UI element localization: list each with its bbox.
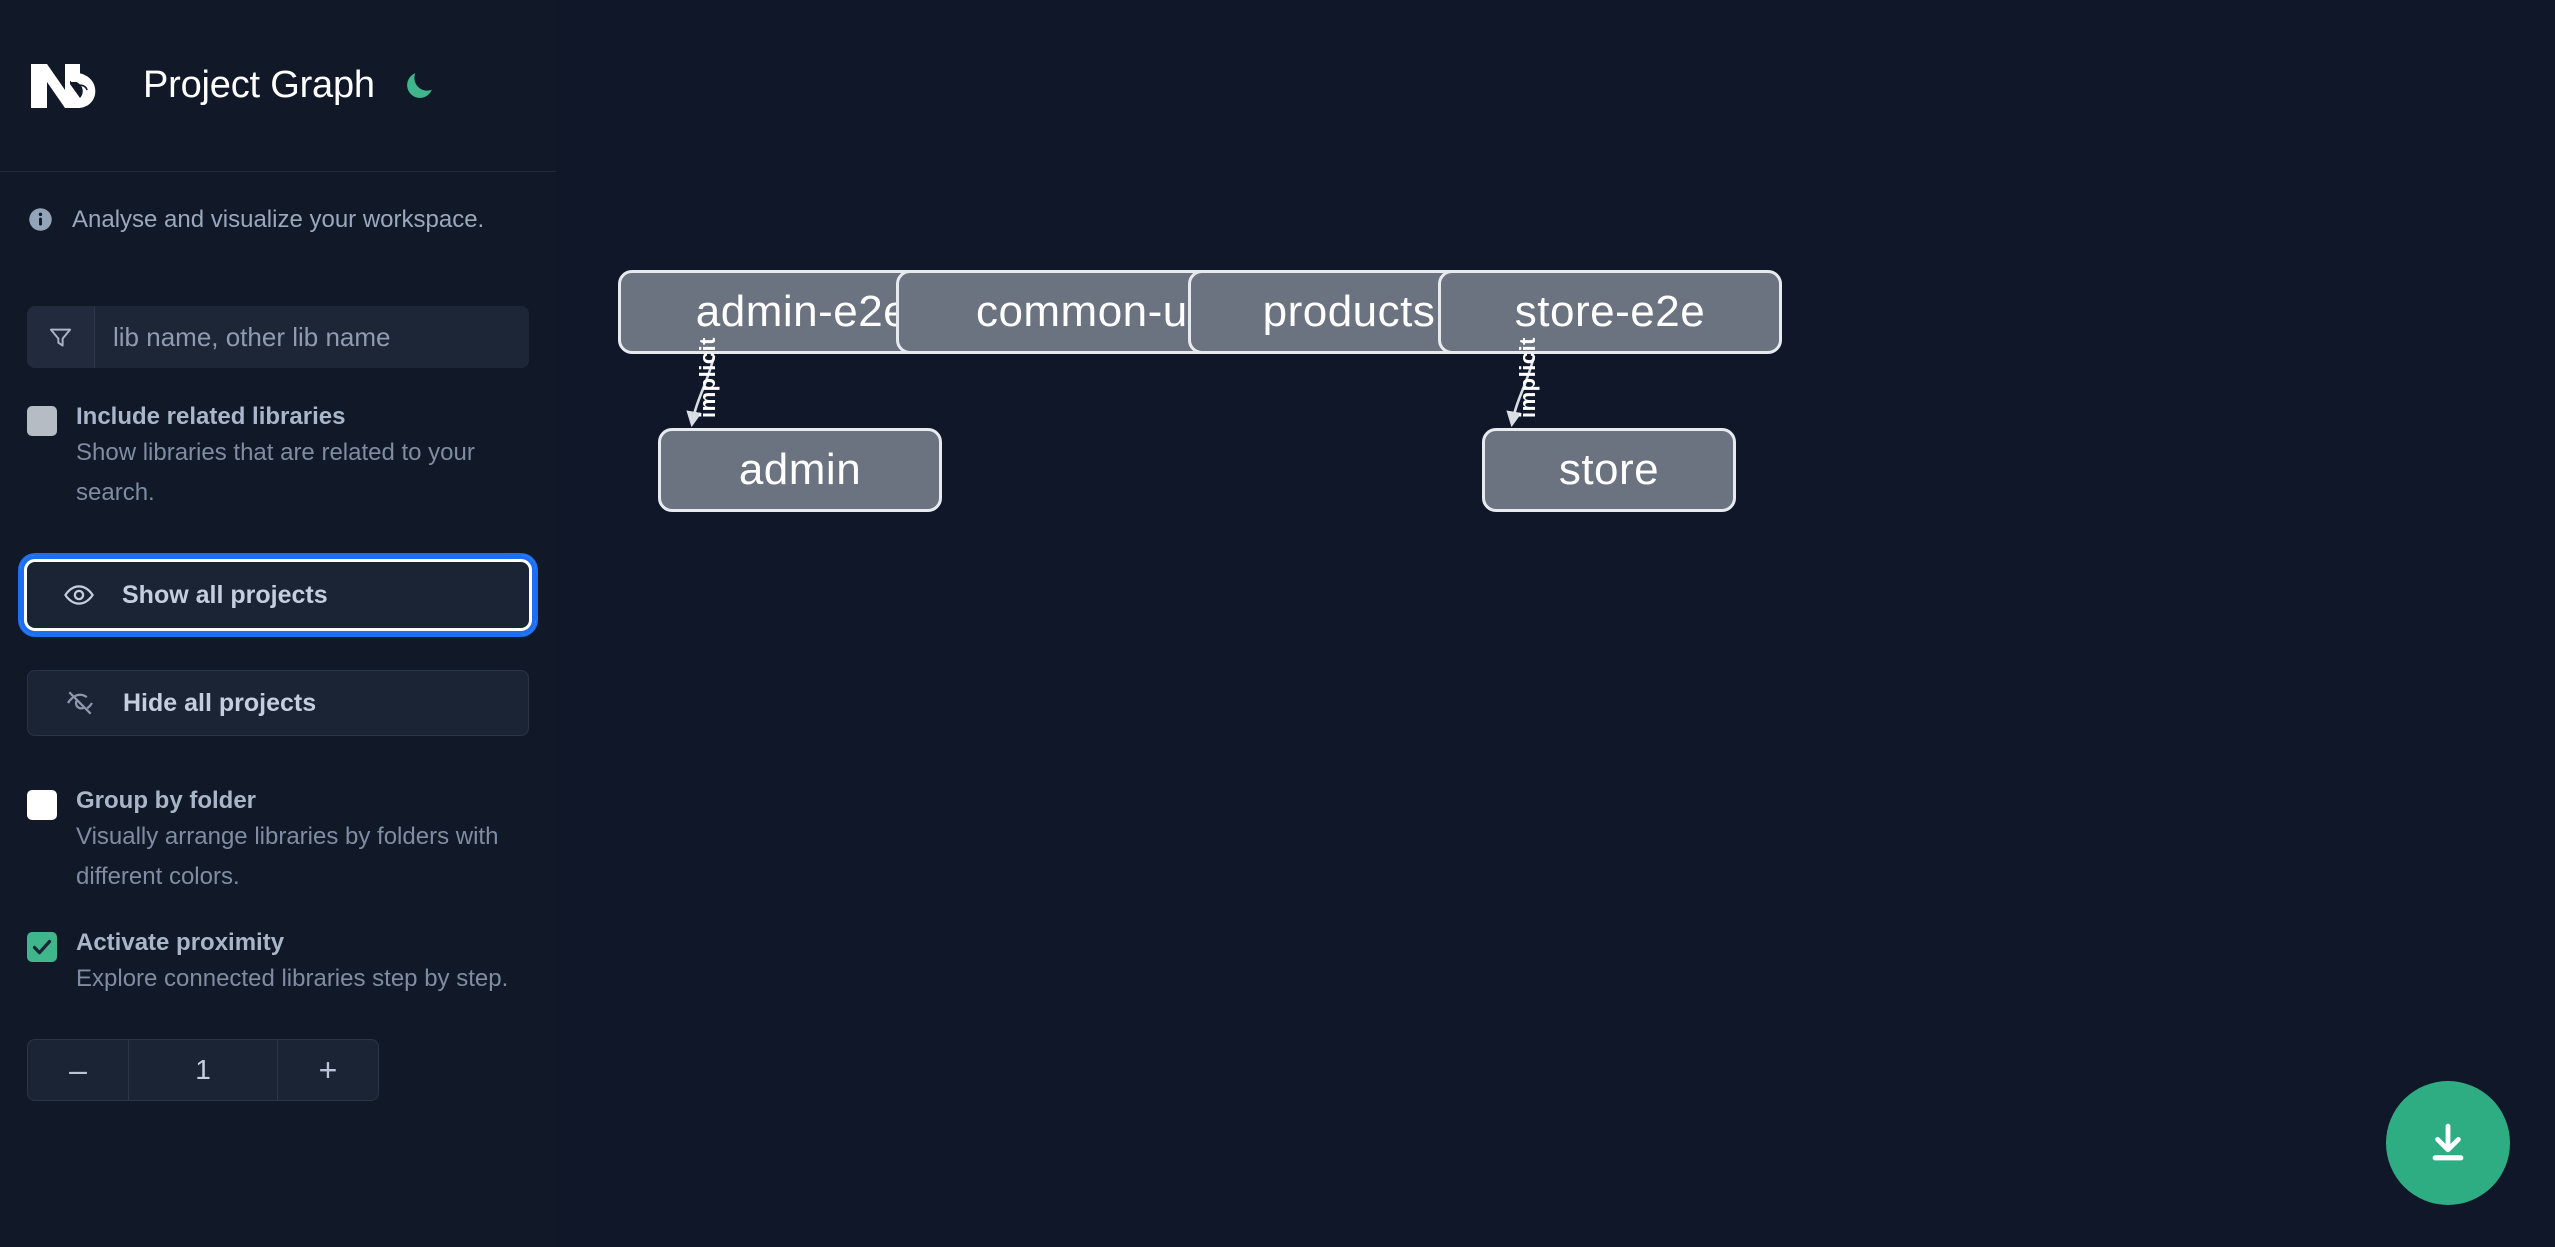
- page-title: Project Graph: [143, 64, 375, 106]
- workspace-info: Analyse and visualize your workspace.: [0, 172, 556, 267]
- node-label: store: [1558, 445, 1660, 494]
- show-all-projects-label: Show all projects: [122, 580, 328, 609]
- graph-node-admin-e2e[interactable]: admin-e2e: [618, 270, 986, 354]
- node-label: admin: [738, 445, 862, 494]
- funnel-filter-icon-button[interactable]: [27, 306, 95, 368]
- edge-label-store-implicit: implicit: [1515, 336, 1540, 418]
- option-label: Group by folder: [76, 787, 256, 814]
- option-label: Activate proximity: [76, 929, 285, 956]
- nx-logo-icon: [27, 56, 115, 116]
- moon-icon[interactable]: [401, 68, 437, 104]
- sidebar: Project Graph Analyse and visualize yo: [0, 0, 556, 1247]
- project-visibility-buttons: Show all projects Hide all projects: [0, 555, 556, 736]
- show-all-projects-button[interactable]: Show all projects: [20, 555, 536, 635]
- option-label: Include related libraries: [76, 403, 346, 430]
- search-bar: [27, 306, 529, 368]
- hide-all-projects-label: Hide all projects: [123, 688, 317, 717]
- hide-all-projects-button[interactable]: Hide all projects: [27, 670, 529, 736]
- eye-icon: [63, 579, 95, 611]
- proximity-decrement-button[interactable]: –: [28, 1040, 129, 1100]
- option-activate-proximity[interactable]: Activate proximity Explore connected lib…: [0, 927, 556, 999]
- option-include-related-libraries[interactable]: Include related libraries Show libraries…: [0, 401, 556, 513]
- option-description: Explore connected libraries step by step…: [76, 965, 509, 992]
- graph-canvas[interactable]: admin-e2e common-ui products store-e2e a…: [556, 0, 2555, 1247]
- download-icon: [2424, 1119, 2472, 1167]
- sidebar-header: Project Graph: [0, 0, 556, 172]
- graph-node-store[interactable]: store: [1482, 428, 1736, 512]
- graph-node-store-e2e[interactable]: store-e2e: [1438, 270, 1782, 354]
- option-description: Show libraries that are related to your …: [76, 439, 475, 506]
- proximity-value[interactable]: 1: [195, 1054, 211, 1085]
- graph-node-admin[interactable]: admin: [658, 428, 942, 512]
- option-group-by-folder[interactable]: Group by folder Visually arrange librari…: [0, 785, 556, 897]
- graph-edges: [686, 355, 1536, 428]
- node-label: admin-e2e: [695, 287, 909, 336]
- node-label: products: [1262, 287, 1436, 336]
- funnel-filter-icon: [47, 324, 74, 351]
- proximity-increment-button[interactable]: +: [277, 1040, 378, 1100]
- checkbox-group-by-folder[interactable]: [27, 790, 57, 820]
- download-graph-button[interactable]: [2386, 1081, 2510, 1205]
- proximity-stepper: – 1 +: [27, 1039, 379, 1101]
- option-description: Visually arrange libraries by folders wi…: [76, 823, 499, 890]
- node-label: common-ui: [975, 287, 1199, 336]
- search-input[interactable]: [95, 306, 529, 368]
- checkbox-include-related-libraries[interactable]: [27, 406, 57, 436]
- workspace-info-text: Analyse and visualize your workspace.: [72, 205, 485, 233]
- edge-label-admin-implicit: implicit: [695, 336, 720, 418]
- eye-off-icon: [64, 687, 96, 719]
- checkbox-activate-proximity[interactable]: [27, 932, 57, 962]
- info-circle-icon: [27, 206, 54, 233]
- node-label: store-e2e: [1514, 287, 1706, 336]
